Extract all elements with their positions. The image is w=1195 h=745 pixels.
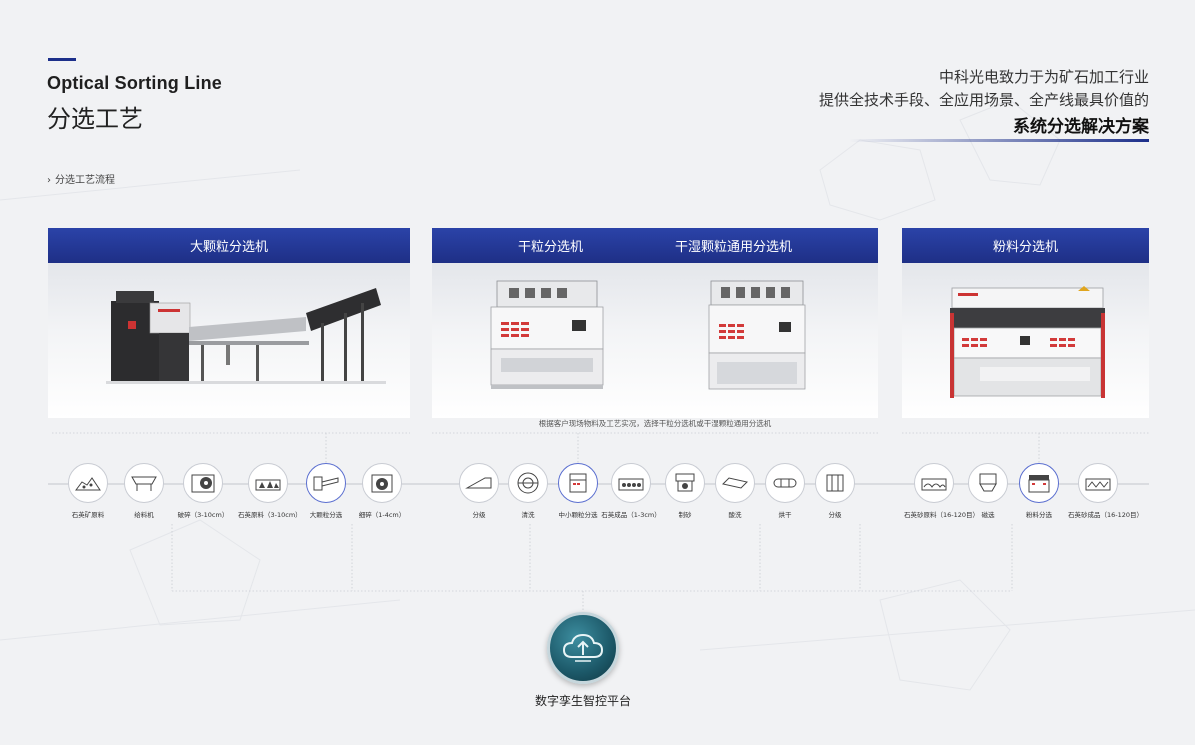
process-step-label: 磁选 [981,511,995,519]
process-step-sand-making[interactable]: 制砂 [655,463,715,519]
process-step-label: 细碎（1-4cm） [358,511,406,519]
process-step-feeder[interactable]: 给料机 [114,463,174,519]
breadcrumb[interactable]: › 分选工艺流程 [47,171,115,186]
powder-sorter-machine-image [950,286,1105,398]
process-step-sand-finished[interactable]: 石英砂成品（16-120目） [1068,463,1144,519]
card-title-universal-sorter: 干湿颗粒通用分选机 [674,240,792,255]
title-accent-bar [48,58,76,61]
finished-stones-icon [618,478,644,491]
large-sorter-icon [313,476,339,491]
page-title-cn: 分选工艺 [47,105,143,133]
process-step-powder-sorting[interactable]: 粉料分选 [1009,463,1069,519]
process-step-label: 石英砂成品（16-120目） [1068,511,1144,519]
process-step-drying[interactable]: 烘干 [755,463,815,519]
sand-making-icon [675,473,695,492]
digital-twin-platform-icon[interactable] [547,612,619,684]
sand-finished-icon [1085,478,1111,491]
platform-label: 数字孪生智控平台 [534,694,631,708]
card-header: 粉料分选机 [902,228,1149,263]
process-step-washing[interactable]: 清洗 [498,463,558,519]
process-step-grading-2[interactable]: 分级 [805,463,865,519]
process-step-label: 石英原料（3-10cm） [238,511,302,519]
grading-screen-icon [826,474,844,492]
process-step-label: 石英成品（1-3cm） [601,511,661,519]
process-step-label: 中小颗粒分选 [558,511,598,519]
grading-icon [465,477,492,489]
dryer-icon [773,478,797,488]
large-sorter-machine-image [106,288,386,384]
tagline-underline [849,139,1149,142]
process-step-label: 酸洗 [728,511,742,519]
card-title: 大颗粒分选机 [189,240,268,255]
process-step-label: 制砂 [678,511,692,519]
ore-pile-icon [75,477,101,491]
card-powder-sorter[interactable]: 粉料分选机 [902,228,1149,418]
small-sorter-icon [569,473,587,493]
breadcrumb-label: 分选工艺流程 [55,175,115,186]
universal-sorter-machine-image [708,280,806,390]
process-step-label: 给料机 [134,511,154,519]
card-large-particle-sorter[interactable]: 大颗粒分选机 [48,228,410,418]
tagline-line-1: 中科光电致力于为矿石加工行业 [938,68,1149,86]
sand-raw-icon [921,478,947,491]
process-step-small-sorting[interactable]: 中小颗粒分选 [548,463,608,519]
process-step-large-sorting[interactable]: 大颗粒分选 [296,463,356,519]
powder-sorter-icon [1028,475,1050,493]
process-step-label: 石英砂原料（16-120目） [904,511,980,519]
card-note: 根据客户现场物料及工艺实况，选择干粒分选机或干湿颗粒通用分选机 [538,419,772,428]
process-step-quartz-raw[interactable]: 石英原料（3-10cm） [238,463,302,519]
process-step-label: 烘干 [778,511,792,519]
card-header: 干粒分选机 干湿颗粒通用分选机 [432,228,878,263]
process-step-label: 大颗粒分选 [309,511,343,519]
process-step-label: 破碎（3-10cm） [177,511,229,519]
process-step-quartz-ore[interactable]: 石英矿原料 [58,463,118,519]
chevron-right-icon: › [47,175,51,186]
acid-wash-icon [722,477,748,489]
process-step-quartz-finished[interactable]: 石英成品（1-3cm） [601,463,661,519]
magnetic-icon [979,473,997,492]
card-dry-and-universal-sorter[interactable]: 干粒分选机 干湿颗粒通用分选机 [432,228,878,418]
feeder-icon [131,476,157,491]
washing-icon [517,472,539,494]
card-title: 粉料分选机 [992,240,1058,255]
process-step-label: 分级 [472,511,486,519]
process-step-label: 清洗 [521,511,535,519]
raw-stones-icon [255,479,281,491]
process-step-label: 粉料分选 [1026,511,1052,519]
process-step-grading[interactable]: 分级 [449,463,509,519]
process-step-label: 石英矿原料 [71,511,105,519]
cloud-upload-icon [562,633,604,662]
process-step-label: 分级 [828,511,842,519]
page-title-en: Optical Sorting Line [47,73,223,93]
card-header: 大颗粒分选机 [48,228,410,263]
fine-crusher-icon [371,474,393,493]
crusher-icon [191,474,215,493]
process-step-crushing[interactable]: 破碎（3-10cm） [173,463,233,519]
process-step-fine-crushing[interactable]: 细碎（1-4cm） [352,463,412,519]
dry-sorter-machine-image [490,280,604,389]
process-step-magnetic[interactable]: 磁选 [958,463,1018,519]
tagline-headline: 系统分选解决方案 [1013,117,1149,137]
process-step-sand-raw[interactable]: 石英砂原料（16-120目） [904,463,980,519]
card-title-dry-sorter: 干粒分选机 [517,240,583,255]
tagline-line-2: 提供全技术手段、全应用场景、全产线最具价值的 [818,91,1149,109]
process-step-acid-washing[interactable]: 酸洗 [705,463,765,519]
